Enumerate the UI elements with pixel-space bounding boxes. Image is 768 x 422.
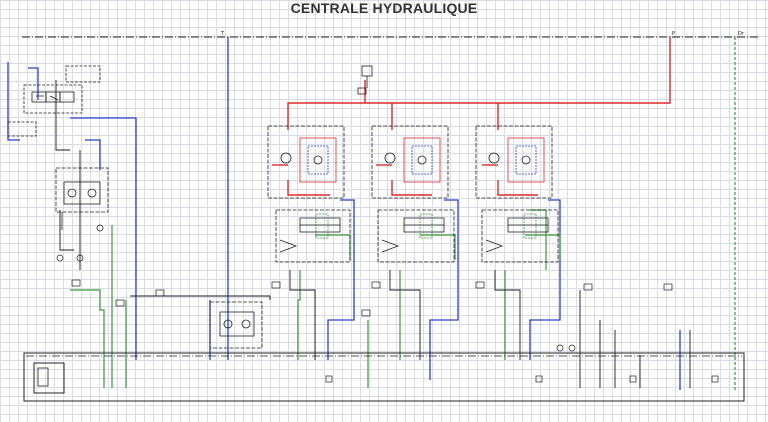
tank-heater (37, 367, 49, 387)
proportional-module-3 (475, 125, 559, 263)
pilot-valve-group (7, 65, 101, 137)
control-lines (55, 80, 691, 388)
drain-lines (70, 37, 736, 390)
tank-line-label: T (220, 31, 225, 37)
pressure-lines (272, 37, 671, 196)
proportional-module-2 (371, 125, 455, 263)
pressure-line-label: P (672, 31, 675, 37)
reservoir-frame (23, 352, 745, 402)
pressure-switch (357, 65, 373, 95)
accumulator-block (55, 167, 109, 232)
proportional-module-1 (267, 125, 351, 263)
drain-line-label: Dr (738, 31, 745, 37)
relief-block (209, 301, 263, 349)
small-symbols (56, 254, 719, 383)
diagram-title: CENTRALE HYDRAULIQUE (290, 0, 478, 16)
tank-lines (7, 37, 681, 390)
tank-symbol (33, 362, 65, 394)
